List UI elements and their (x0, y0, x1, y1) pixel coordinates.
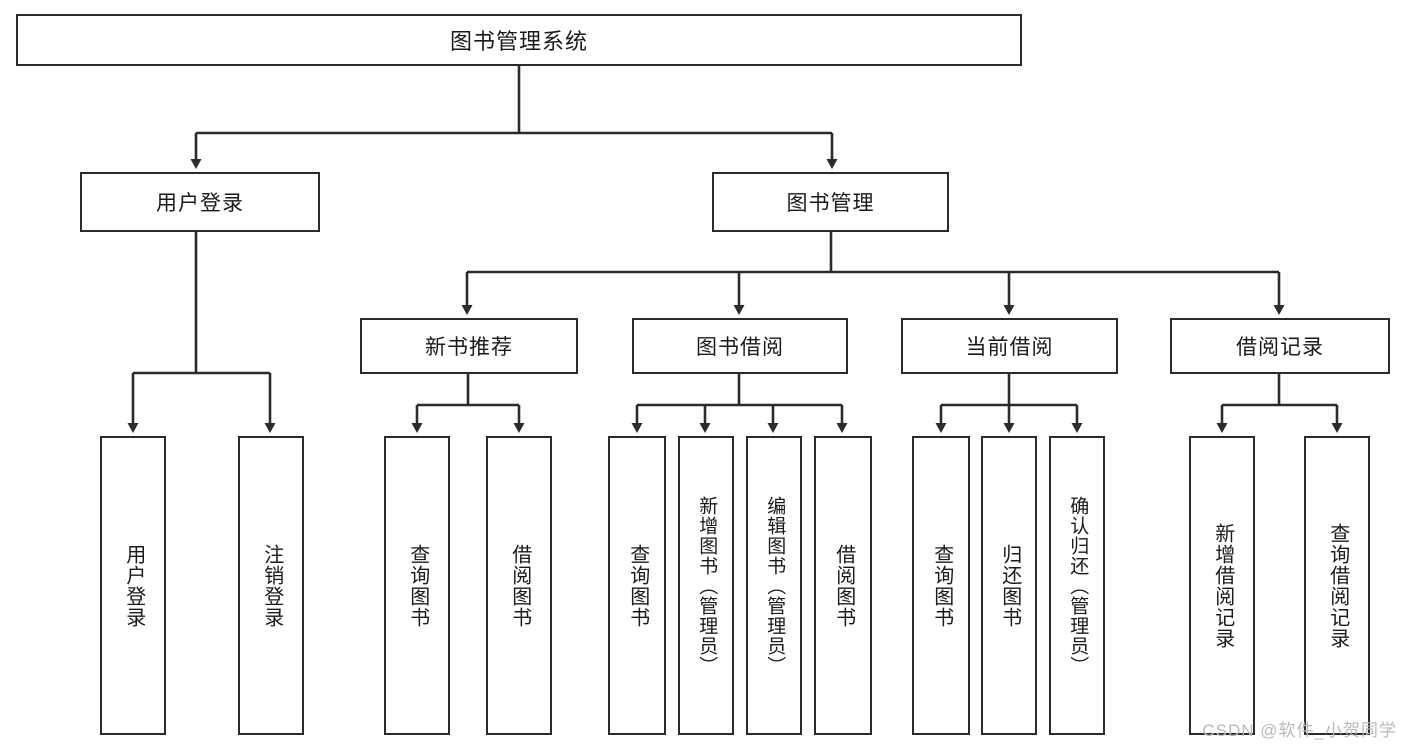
node-label: 当前借阅 (965, 336, 1054, 359)
leaf-edit-book-admin[interactable]: 编辑图书（管理员） (746, 436, 802, 735)
node-book-manage[interactable]: 图书管理 (712, 172, 949, 232)
node-label: 借阅记录 (1236, 336, 1324, 359)
node-label: 注销登录 (260, 543, 283, 628)
node-label: 图书管理系统 (449, 29, 588, 54)
node-book-management-system[interactable]: 图书管理系统 (16, 14, 1022, 66)
node-label: 归还图书 (998, 543, 1021, 628)
node-label: 确认归还（管理员） (1067, 495, 1089, 676)
node-borrow-record[interactable]: 借阅记录 (1170, 318, 1390, 374)
leaf-borrow-book-borrow[interactable]: 借阅图书 (814, 436, 872, 735)
csdn-watermark: CSDN @软件_小贺同学 (1202, 721, 1397, 740)
leaf-user-login[interactable]: 用户登录 (100, 436, 166, 735)
node-label: 查询图书 (930, 543, 953, 628)
node-user-login[interactable]: 用户登录 (80, 172, 320, 232)
node-label: 图书管理 (786, 192, 875, 215)
leaf-add-borrow-record[interactable]: 新增借阅记录 (1189, 436, 1255, 735)
node-label: 用户登录 (156, 192, 244, 215)
node-label: 新增借阅记录 (1211, 522, 1234, 649)
node-book-borrow[interactable]: 图书借阅 (632, 318, 848, 374)
leaf-return-book[interactable]: 归还图书 (981, 436, 1037, 735)
leaf-query-borrow-record[interactable]: 查询借阅记录 (1304, 436, 1370, 735)
node-label: 查询借阅记录 (1326, 522, 1349, 649)
leaf-borrow-book-rec[interactable]: 借阅图书 (486, 436, 552, 735)
node-label: 借阅图书 (832, 543, 855, 628)
node-label: 借阅图书 (508, 543, 531, 628)
leaf-confirm-return-admin[interactable]: 确认归还（管理员） (1049, 436, 1105, 735)
node-label: 新增图书（管理员） (696, 495, 718, 676)
leaf-add-book-admin[interactable]: 新增图书（管理员） (678, 436, 734, 735)
node-label: 图书借阅 (696, 336, 784, 359)
leaf-query-book-rec[interactable]: 查询图书 (384, 436, 450, 735)
node-current-borrow[interactable]: 当前借阅 (901, 318, 1118, 374)
node-label: 编辑图书（管理员） (764, 495, 786, 676)
node-label: 查询图书 (626, 543, 649, 628)
node-label: 用户登录 (122, 543, 145, 628)
node-new-book-recommend[interactable]: 新书推荐 (360, 318, 578, 374)
leaf-logout-login[interactable]: 注销登录 (238, 436, 304, 735)
node-label: 新书推荐 (425, 336, 513, 359)
leaf-query-book-borrow[interactable]: 查询图书 (608, 436, 666, 735)
node-label: 查询图书 (406, 543, 429, 628)
leaf-query-book-current[interactable]: 查询图书 (912, 436, 970, 735)
